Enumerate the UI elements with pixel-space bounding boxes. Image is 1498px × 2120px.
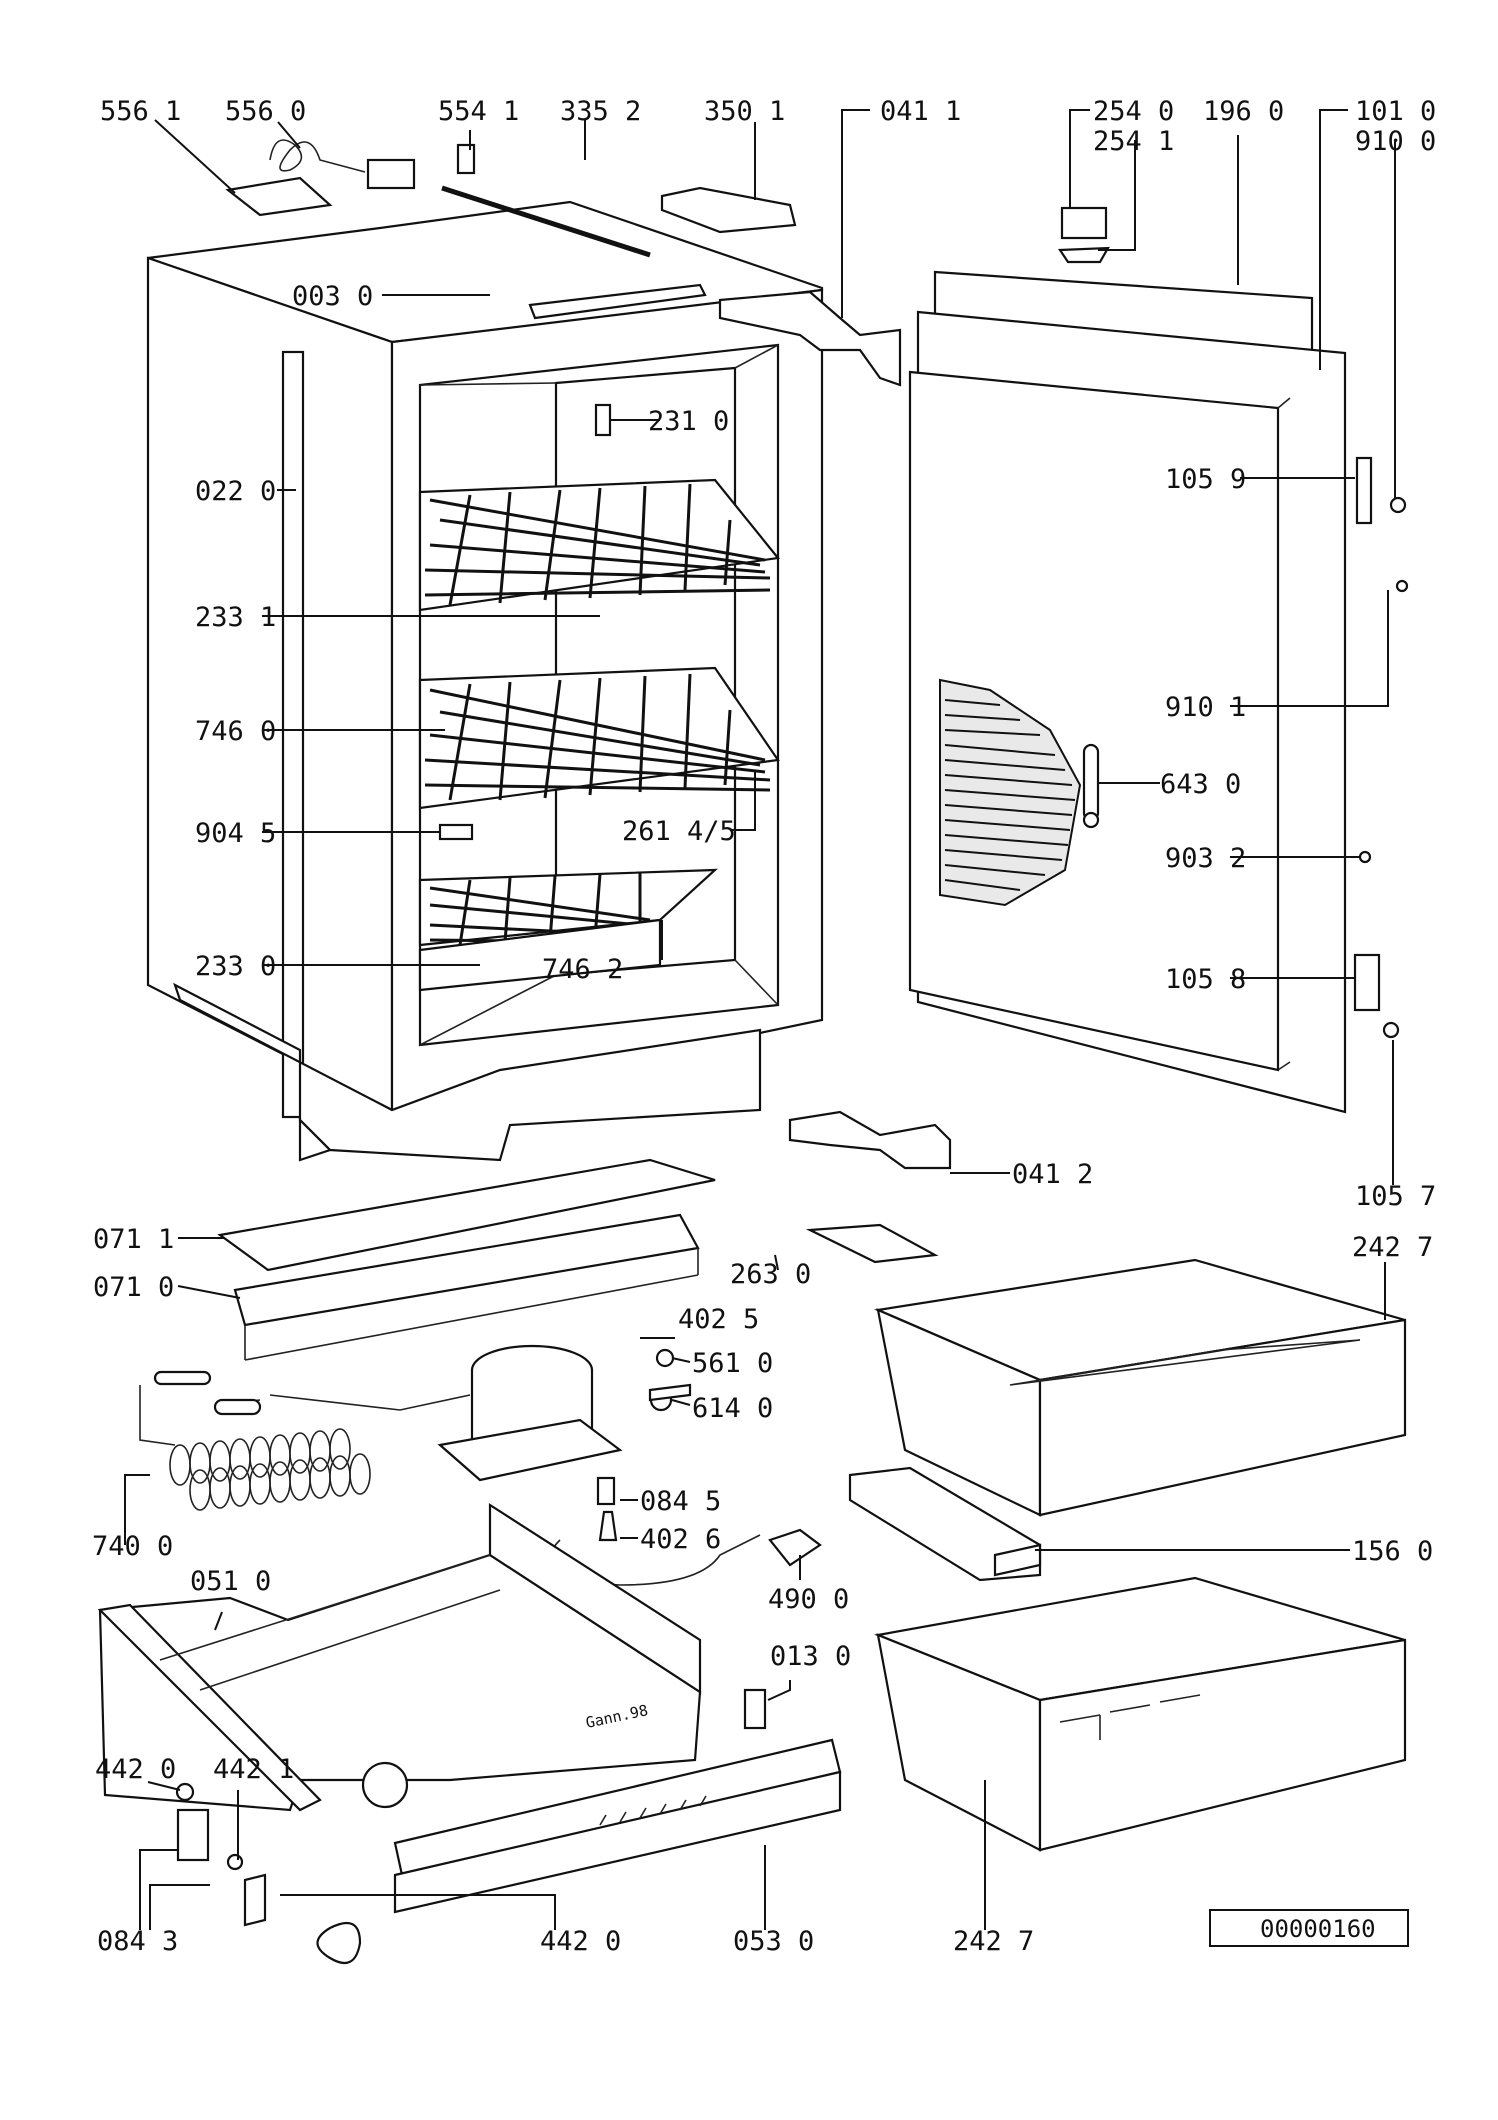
label-242-7-upper: 242 7 bbox=[1352, 1232, 1433, 1263]
label-254-1: 254 1 bbox=[1093, 126, 1174, 157]
doc-code-box bbox=[1209, 1909, 1409, 1947]
upper-shelf bbox=[418, 478, 781, 612]
label-556-0: 556 0 bbox=[225, 96, 306, 127]
label-561-0: 561 0 bbox=[692, 1348, 773, 1379]
label-263-0: 263 0 bbox=[730, 1259, 811, 1290]
label-196-0: 196 0 bbox=[1203, 96, 1284, 127]
label-233-0: 233 0 bbox=[195, 951, 276, 982]
label-740-0: 740 0 bbox=[92, 1531, 173, 1562]
label-231-0: 231 0 bbox=[648, 406, 729, 437]
label-022-0: 022 0 bbox=[195, 476, 276, 507]
label-556-1: 556 1 bbox=[100, 96, 181, 127]
label-105-9: 105 9 bbox=[1165, 464, 1246, 495]
label-904-5: 904 5 bbox=[195, 818, 276, 849]
label-490-0: 490 0 bbox=[768, 1584, 849, 1615]
clip-904-5 bbox=[438, 823, 474, 841]
top-parts bbox=[225, 139, 1110, 264]
lower-shelf bbox=[418, 868, 718, 992]
label-614-0: 614 0 bbox=[692, 1393, 773, 1424]
bracket-231-0 bbox=[594, 403, 612, 437]
label-554-1: 554 1 bbox=[438, 96, 519, 127]
label-071-0: 071 0 bbox=[93, 1272, 174, 1303]
label-105-7: 105 7 bbox=[1355, 1181, 1436, 1212]
label-242-7-lower: 242 7 bbox=[953, 1926, 1034, 1957]
label-903-2: 903 2 bbox=[1165, 843, 1246, 874]
label-013-0: 013 0 bbox=[770, 1641, 851, 1672]
drawers bbox=[805, 1223, 1407, 1852]
label-643-0: 643 0 bbox=[1160, 769, 1241, 800]
label-350-1: 350 1 bbox=[704, 96, 785, 127]
label-442-0-left: 442 0 bbox=[95, 1754, 176, 1785]
label-101-0: 101 0 bbox=[1355, 96, 1436, 127]
label-105-8: 105 8 bbox=[1165, 964, 1246, 995]
label-233-1: 233 1 bbox=[195, 602, 276, 633]
door bbox=[788, 270, 1409, 1170]
label-156-0: 156 0 bbox=[1352, 1536, 1433, 1567]
label-084-3: 084 3 bbox=[97, 1926, 178, 1957]
label-071-1: 071 1 bbox=[93, 1224, 174, 1255]
label-003-0: 003 0 bbox=[292, 281, 373, 312]
label-910-0: 910 0 bbox=[1355, 126, 1436, 157]
label-053-0: 053 0 bbox=[733, 1926, 814, 1957]
label-746-0: 746 0 bbox=[195, 716, 276, 747]
label-746-2: 746 2 bbox=[542, 954, 623, 985]
label-442-1: 442 1 bbox=[213, 1754, 294, 1785]
leader-lines bbox=[124, 109, 1396, 1930]
machine-compartment bbox=[97, 1158, 842, 1965]
label-442-0-bottom: 442 0 bbox=[540, 1926, 621, 1957]
label-910-1: 910 1 bbox=[1165, 692, 1246, 723]
label-335-2: 335 2 bbox=[560, 96, 641, 127]
label-051-0: 051 0 bbox=[190, 1566, 271, 1597]
label-402-6: 402 6 bbox=[640, 1524, 721, 1555]
part-labels: 556 1 556 0 554 1 335 2 350 1 041 1 254 … bbox=[92, 96, 1436, 1957]
label-041-1: 041 1 bbox=[880, 96, 961, 127]
label-261-4-5: 261 4/5 bbox=[622, 816, 736, 847]
middle-shelf bbox=[418, 666, 780, 810]
label-402-5: 402 5 bbox=[678, 1304, 759, 1335]
label-254-0: 254 0 bbox=[1093, 96, 1174, 127]
label-041-2: 041 2 bbox=[1012, 1159, 1093, 1190]
doc-code: 00000160 bbox=[1260, 1915, 1376, 1943]
label-084-5: 084 5 bbox=[640, 1486, 721, 1517]
